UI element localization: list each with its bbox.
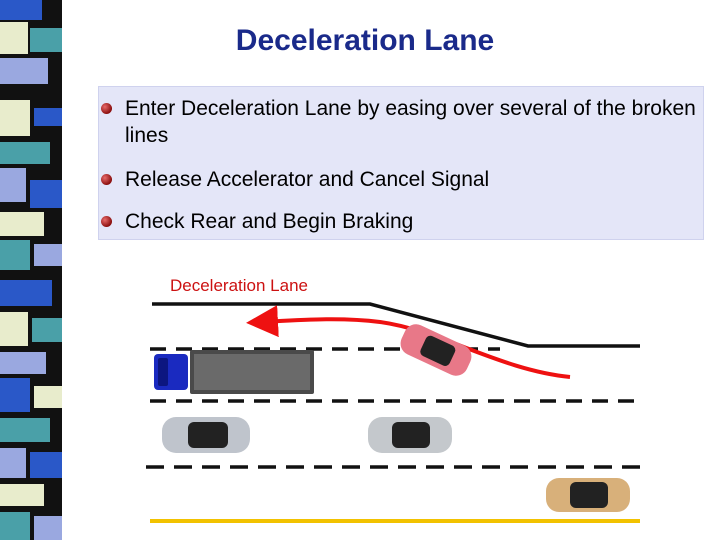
car-icon: [162, 417, 250, 453]
bullet-text: Enter Deceleration Lane by easing over s…: [125, 97, 696, 147]
bullet-dot-icon: [101, 103, 112, 114]
bullet-list: Enter Deceleration Lane by easing over s…: [98, 86, 704, 240]
car-icon: [546, 478, 630, 512]
slide-title: Deceleration Lane: [235, 24, 495, 57]
bullet-text: Check Rear and Begin Braking: [125, 210, 414, 233]
road-diagram: [146, 302, 640, 523]
bullet-text: Release Accelerator and Cancel Signal: [125, 168, 490, 191]
lane-change-arrow: [246, 305, 571, 379]
truck-icon: [154, 350, 314, 394]
bullet-dot-icon: [101, 174, 112, 185]
diagram-label: Deceleration Lane: [170, 276, 308, 295]
car-icon: [400, 324, 472, 376]
decorative-stripe: [0, 0, 78, 540]
car-icon: [368, 417, 452, 453]
bullet-dot-icon: [101, 216, 112, 227]
road-edge-line: [152, 302, 640, 348]
